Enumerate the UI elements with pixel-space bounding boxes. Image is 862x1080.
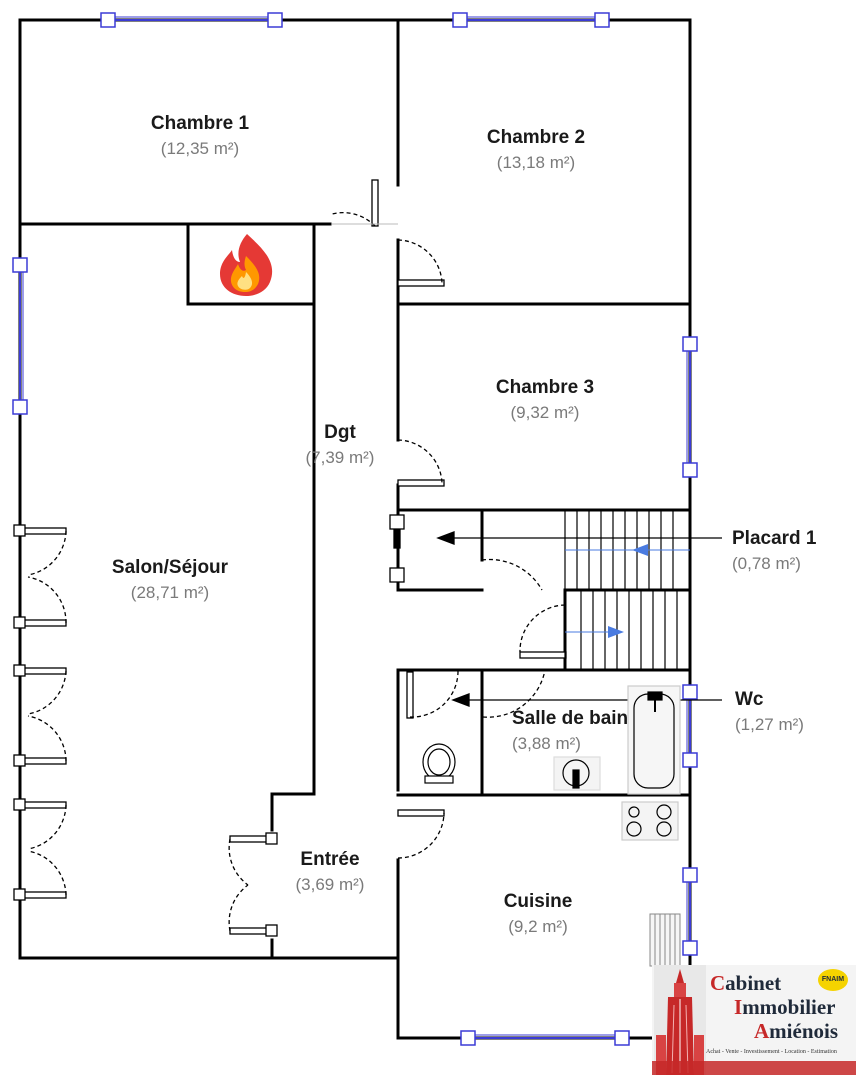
room-label-dgt: Dgt (7,39 m²) <box>300 422 380 467</box>
room-label-placard1: Placard 1 (0,78 m²) <box>732 528 852 573</box>
room-area: (3,88 m²) <box>512 733 581 753</box>
room-area: (9,32 m²) <box>510 402 580 422</box>
room-area: (9,2 m²) <box>508 916 568 936</box>
fnaim-badge: FNAIM <box>818 969 848 991</box>
door-kitchen <box>397 809 445 859</box>
windows <box>12 12 698 1046</box>
room-area: (28,71 m²) <box>130 582 210 602</box>
room-area: (12,35 m²) <box>160 138 240 158</box>
room-label-chambre1: Chambre 1 (12,35 m²) <box>120 113 280 158</box>
room-label-wc: Wc (1,27 m²) <box>735 689 845 734</box>
room-label-entree: Entrée (3,69 m²) <box>280 849 380 894</box>
cooktop-icon <box>621 801 679 841</box>
door-chambre1 <box>331 179 398 227</box>
room-name: Chambre 3 <box>495 377 595 398</box>
agency-logo: FNAIM Cabinet Immobilier Amiénois Achat … <box>652 965 856 1075</box>
window-chambre3 <box>682 336 698 478</box>
door-chambre3 <box>397 439 445 487</box>
room-label-cuisine: Cuisine (9,2 m²) <box>478 891 598 936</box>
room-name: Cuisine <box>503 891 573 912</box>
room-area: (1,27 m²) <box>735 714 804 734</box>
radiator-icon <box>649 913 681 967</box>
placard-door-hinges <box>389 514 405 583</box>
window-chambre1 <box>100 12 283 28</box>
logo-bottom-band <box>652 1061 856 1075</box>
door-chambre2 <box>397 239 445 287</box>
window-kitchen-side <box>682 867 698 956</box>
logo-tagline: Achat - Vente - Investissement - Locatio… <box>706 1049 837 1055</box>
door-wc <box>406 669 459 719</box>
stair-arrow-icon <box>632 544 648 556</box>
room-name: Salle de bain <box>512 708 629 729</box>
logo-line-1: Cabinet <box>710 971 782 995</box>
logo-line-2: Immobilier <box>734 995 836 1019</box>
window-chambre2 <box>452 12 610 28</box>
room-name: Entrée <box>300 849 360 870</box>
window-kitchen-bottom <box>460 1030 630 1046</box>
toilet-icon <box>422 743 456 784</box>
window-bathroom <box>682 684 698 768</box>
room-area: (7,39 m²) <box>305 447 375 467</box>
room-area: (13,18 m²) <box>496 152 576 172</box>
door-placard <box>481 558 543 591</box>
door-entree <box>228 832 278 937</box>
bathtub-icon <box>627 685 681 795</box>
leader-lines <box>436 531 722 707</box>
room-label-salle-de-bain: Salle de bain (3,88 m²) <box>498 708 658 753</box>
room-label-chambre2: Chambre 2 (13,18 m²) <box>456 127 616 172</box>
room-name: Chambre 1 <box>150 113 250 134</box>
room-label-chambre3: Chambre 3 (9,32 m²) <box>465 377 625 422</box>
window-salon <box>12 257 28 415</box>
stairs <box>564 509 691 671</box>
fireplace-flame-icon <box>220 234 273 296</box>
room-name: Placard 1 <box>732 528 817 549</box>
doors <box>13 179 567 937</box>
stair-treads-lower <box>580 590 678 670</box>
door-bathroom <box>482 669 546 718</box>
room-name: Dgt <box>324 422 356 443</box>
room-name: Wc <box>735 689 764 710</box>
room-name: Salon/Séjour <box>111 557 229 578</box>
room-label-salon: Salon/Séjour (28,71 m²) <box>80 557 260 602</box>
sink-icon <box>553 756 601 791</box>
stair-arrow-icon <box>608 626 624 638</box>
french-doors-salon <box>13 524 67 901</box>
room-name: Chambre 2 <box>486 127 586 148</box>
door-stairs <box>519 604 567 659</box>
room-area: (0,78 m²) <box>732 553 801 573</box>
room-area: (3,69 m²) <box>295 874 365 894</box>
belfry-tower-icon <box>654 965 706 1075</box>
logo-line-3: Amiénois <box>754 1019 839 1043</box>
